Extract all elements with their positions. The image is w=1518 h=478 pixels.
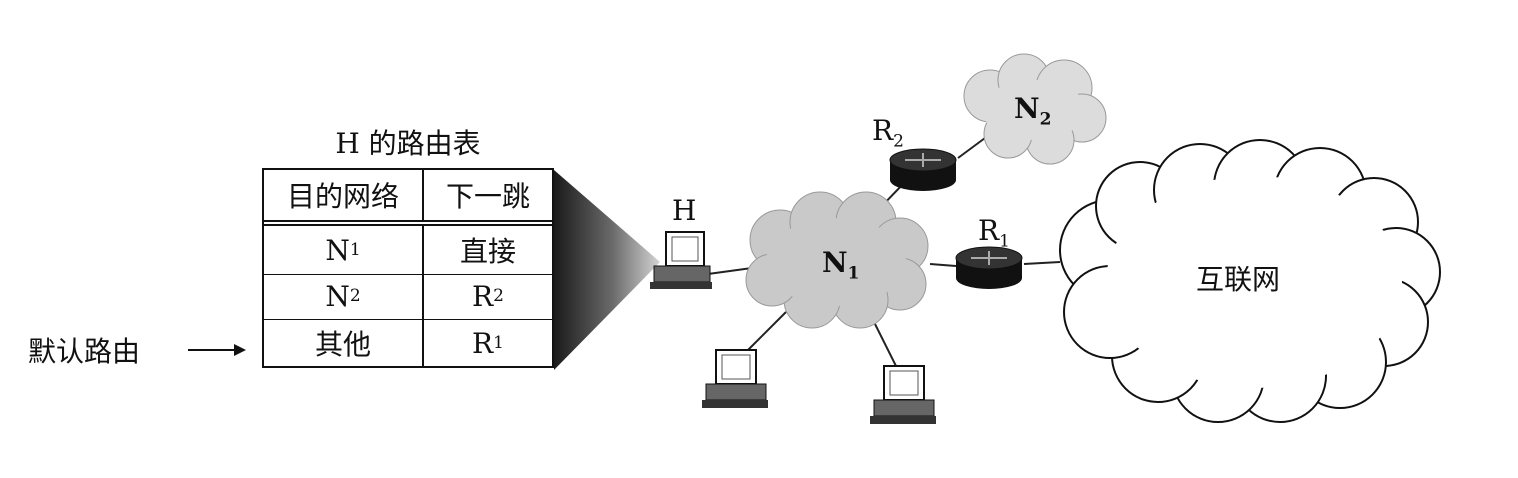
default-route-arrow [188,344,246,356]
routing-table-title: H 的路由表 [335,127,481,160]
r1-label: R1 [978,214,1010,252]
link-n1-pc-left [747,311,787,351]
n1-label: N1 [822,246,860,284]
r2-label: R2 [872,114,904,152]
default-route-label: 默认路由 [28,335,141,368]
router-r2 [889,148,957,191]
n1-cloud [745,191,929,329]
n2-label: N2 [1014,92,1052,130]
header-destination: 目的网络 [264,170,424,220]
host-label: H [672,194,697,227]
link-r1-internet [1023,261,1061,265]
n2-cloud [963,53,1107,165]
table-header-row: 目的网络 下一跳 [264,170,552,222]
link-n1-r1 [929,263,957,267]
link-n1-pc-right [871,317,897,367]
router-r1 [955,246,1023,289]
internet-cloud [1059,139,1441,423]
row-next-hop: 直接 [459,235,516,268]
host-computer [650,231,712,289]
pc-left [702,349,768,408]
link-r2-n2 [957,137,986,159]
header-next-hop: 下一跳 [445,180,530,213]
table-projection-beam [554,170,660,370]
link-host-n1 [707,267,753,275]
row-destination: 其他 [264,320,424,366]
internet-label: 互联网 [1196,263,1281,296]
pc-right [870,365,936,424]
